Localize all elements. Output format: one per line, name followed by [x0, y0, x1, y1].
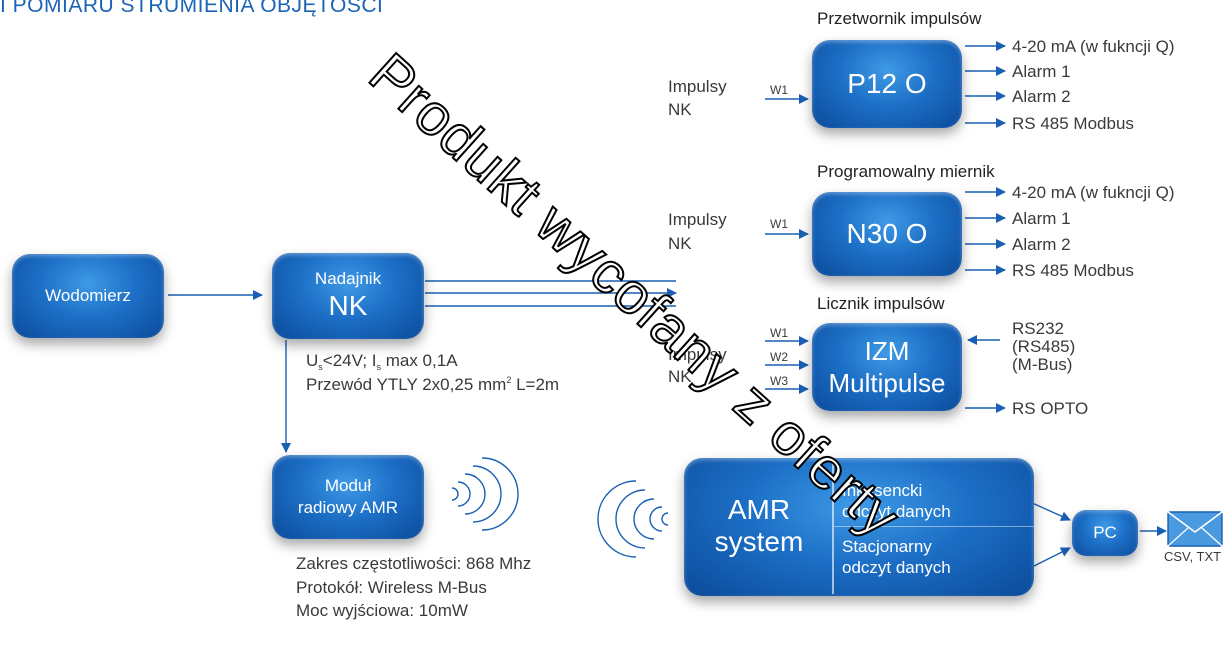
nadajnik-nk-label: NK: [328, 289, 368, 321]
wodomierz-label: Wodomierz: [45, 285, 131, 305]
envelope-icon: [1167, 511, 1223, 547]
n30-input-impulsy: Impulsy: [668, 210, 727, 229]
pc-node: PC: [1072, 510, 1138, 556]
izm-input-w3: W3: [770, 374, 788, 388]
nadajnik-label: Nadajnik: [314, 269, 382, 289]
izm-node: IZM Multipulse: [812, 323, 962, 411]
n30-heading: Programowalny miernik: [817, 162, 995, 181]
nadajnik-node: Nadajnik NK: [272, 253, 424, 339]
izm-heading: Licznik impulsów: [817, 294, 945, 313]
wodomierz-node: Wodomierz: [12, 254, 164, 338]
amr-title: AMR system: [684, 494, 834, 558]
nk-power-spec: Us<24V; Is max 0,1A: [306, 351, 458, 372]
n30-label: N30 O: [846, 217, 928, 249]
modul-radiowy-node: Moduł radiowy AMR: [272, 455, 424, 539]
p12-input-impulsy: Impulsy: [668, 77, 727, 96]
modul-radiowy-label: radiowy AMR: [297, 497, 399, 517]
p12-input-nk: NK: [668, 100, 692, 119]
p12-label: P12 O: [847, 67, 927, 99]
n30-input-w1: W1: [770, 217, 788, 231]
amr-system-label: system: [714, 526, 804, 558]
radio-spec-protocol: Protokół: Wireless M-Bus: [296, 578, 487, 597]
izm-input-impulsy: Impulsy: [668, 345, 727, 364]
izm-output-opto: RS OPTO: [1012, 399, 1089, 418]
n30-output-1: 4-20 mA (w fukncji Q): [1012, 183, 1175, 202]
izm-output-rs232: RS232 (RS485) (M-Bus): [1012, 319, 1076, 374]
p12-heading: Przetwornik impulsów: [817, 9, 982, 28]
amr-system-node: AMR system Inkasencki odczyt danych Stac…: [684, 458, 1034, 596]
p12-output-3: Alarm 2: [1012, 87, 1071, 106]
p12-output-2: Alarm 1: [1012, 62, 1071, 81]
amr-label: AMR: [727, 494, 791, 525]
amr-section-divider: [834, 526, 1034, 527]
p12-input-w1: W1: [770, 83, 788, 97]
radio-spec-power: Moc wyjściowa: 10mW: [296, 601, 468, 620]
amr-divider: [832, 460, 834, 594]
amr-stacjonarny: Stacjonarny odczyt danych: [842, 537, 951, 578]
radio-waves-right: [451, 457, 519, 531]
pc-label: PC: [1093, 522, 1117, 542]
n30-output-4: RS 485 Modbus: [1012, 261, 1134, 280]
modul-label: Moduł: [324, 475, 372, 495]
izm-input-nk: NK: [668, 367, 692, 386]
p12-output-1: 4-20 mA (w fukncji Q): [1012, 37, 1175, 56]
izm-multipulse-label: Multipulse: [828, 367, 946, 398]
amr-inkasencki: Inkasencki odczyt danych: [842, 481, 951, 522]
radio-waves-left: [597, 480, 669, 558]
nk-cable-spec: Przewód YTLY 2x0,25 mm2 L=2m: [306, 375, 560, 394]
p12-output-4: RS 485 Modbus: [1012, 114, 1134, 133]
n30-input-nk: NK: [668, 234, 692, 253]
csv-txt-label: CSV, TXT: [1164, 549, 1222, 564]
p12-node: P12 O: [812, 40, 962, 128]
izm-input-w2: W2: [770, 350, 788, 364]
n30-output-2: Alarm 1: [1012, 209, 1071, 228]
radio-spec-frequency: Zakres częstotliwości: 868 Mhz: [296, 554, 532, 573]
page-title: I POMIARU STRUMIENIA OBJĘTOŚCI: [0, 0, 384, 17]
izm-input-w1: W1: [770, 326, 788, 340]
izm-label: IZM: [864, 335, 910, 366]
n30-output-3: Alarm 2: [1012, 235, 1071, 254]
n30-node: N30 O: [812, 192, 962, 276]
